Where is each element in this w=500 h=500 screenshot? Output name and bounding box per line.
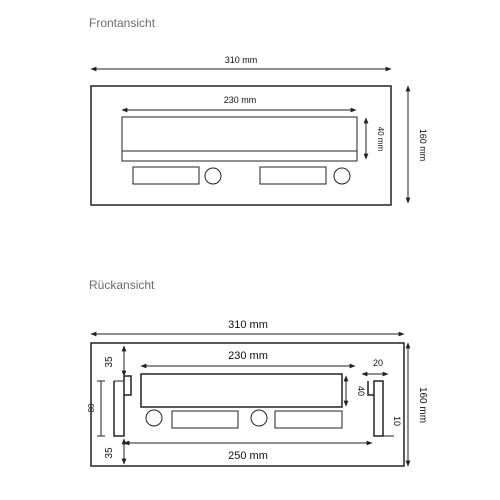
back-mount-height-label: 80: [87, 403, 96, 412]
front-slot-height-label: 40 mm: [376, 127, 385, 152]
back-slot-width-label: 230 mm: [228, 350, 268, 362]
back-name-plate-opening-right: [274, 410, 343, 429]
front-bell-button-left: [204, 167, 222, 185]
back-left-mounting-bracket: [113, 375, 132, 437]
back-height-label: 160 mm: [417, 387, 428, 423]
back-name-plate-opening-left: [171, 410, 239, 429]
front-name-plate-right: [259, 166, 327, 185]
back-mail-slot: [140, 373, 343, 408]
back-slot-height-label: 40: [356, 386, 366, 396]
front-slot-width-label: 230 mm: [224, 95, 257, 105]
front-mail-slot: [121, 116, 358, 162]
back-right-bottom-label: 10: [392, 416, 402, 426]
back-housing: [90, 342, 405, 467]
front-housing: [90, 85, 392, 206]
front-height-label: 160 mm: [418, 129, 428, 162]
front-width-label: 310 mm: [225, 55, 258, 65]
front-view: 310 mm 230 mm 40 mm 160 mm: [90, 55, 428, 206]
back-bell-hole-right: [250, 409, 268, 427]
back-bell-hole-left: [145, 409, 163, 427]
back-view: 310 mm 35 80 35 230 mm 40 20: [87, 319, 428, 467]
front-view-title: Frontansicht: [89, 16, 156, 30]
back-width-label: 310 mm: [228, 319, 268, 331]
back-right-mounting-bracket: [373, 380, 384, 437]
back-top-offset-label: 35: [104, 356, 115, 368]
back-view-title: Rückansicht: [89, 278, 155, 292]
back-right-bracket-flange: [367, 381, 374, 396]
back-right-offset-label: 20: [373, 358, 383, 368]
back-bottom-offset-label: 35: [104, 447, 115, 459]
front-name-plate-left: [132, 166, 200, 185]
front-bell-button-right: [333, 167, 351, 185]
back-bottom-width-label: 250 mm: [228, 450, 268, 462]
